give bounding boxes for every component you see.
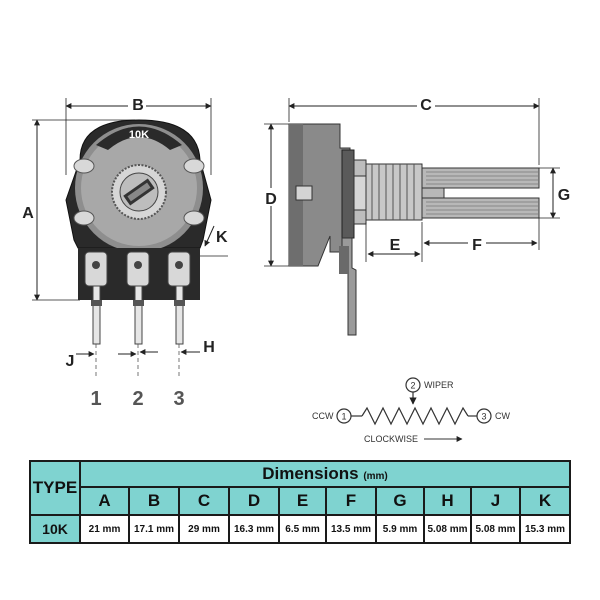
potentiometer-diagram: A B 10K [22, 94, 571, 444]
value-j: 5.08 mm [470, 514, 521, 544]
pin-label-3: 3 [173, 388, 184, 410]
dim-label-h: H [203, 339, 215, 356]
column-header-c: C [178, 486, 230, 516]
column-header-f: F [325, 486, 377, 516]
value-k: 15.3 mm [519, 514, 571, 544]
column-header-k: K [519, 486, 571, 516]
pin-label-2: 2 [132, 388, 143, 410]
shaft-slot-icon [123, 178, 155, 206]
terminal-1 [84, 251, 108, 345]
terminal-3 [167, 251, 191, 345]
dim-label-g: G [558, 187, 570, 204]
knurled-shaft [421, 167, 540, 219]
schematic-pin-2: 2 [410, 381, 415, 391]
schematic-cw-label: CW [495, 411, 510, 421]
dim-label-e: E [390, 237, 401, 254]
dimensions-unit: (mm) [363, 471, 388, 482]
value-d: 16.3 mm [228, 514, 280, 544]
dim-label-j: J [66, 353, 75, 370]
column-header-e: E [278, 486, 327, 516]
schematic-wiper-label: WIPER [424, 380, 454, 390]
value-g: 5.9 mm [375, 514, 425, 544]
column-header-a: A [79, 486, 130, 516]
schematic-clockwise-label: CLOCKWISE [364, 434, 418, 444]
rivet-icon [183, 158, 205, 174]
column-header-g: G [375, 486, 425, 516]
value-f: 13.5 mm [325, 514, 377, 544]
value-h: 5.08 mm [423, 514, 472, 544]
pin-label-1: 1 [90, 388, 101, 410]
column-header-j: J [470, 486, 521, 516]
rivet-icon [73, 210, 95, 226]
column-header-h: H [423, 486, 472, 516]
value-b: 17.1 mm [128, 514, 180, 544]
resistor-zigzag [361, 406, 469, 426]
body-value-label: 10K [129, 129, 149, 141]
resistor-schematic: CCW 1 3 CW 2 WIPER CLOCKWISE [312, 377, 510, 444]
dim-label-f: F [472, 237, 482, 254]
dimensions-title: Dimensions [262, 464, 359, 483]
schematic-ccw-label: CCW [312, 411, 334, 421]
mounting-plate [341, 149, 355, 239]
value-a: 21 mm [79, 514, 130, 544]
type-header: TYPE [29, 460, 81, 516]
table-row: 10K 21 mm 17.1 mm 29 mm 16.3 mm 6.5 mm 1… [29, 514, 571, 544]
rivet-icon [183, 210, 205, 226]
schematic-pin-1: 1 [341, 412, 346, 422]
front-view: A B 10K [22, 94, 228, 410]
rivet-icon [73, 158, 95, 174]
dim-label-k: K [216, 229, 228, 246]
value-e: 6.5 mm [278, 514, 327, 544]
dim-label-a: A [22, 205, 34, 222]
dimensions-table: TYPE Dimensions (mm) A B C D E F G H J K… [29, 460, 571, 544]
schematic-pin-3: 3 [481, 412, 486, 422]
type-value: 10K [29, 514, 81, 544]
dim-label-d: D [265, 191, 277, 208]
dim-label-c: C [420, 97, 432, 114]
value-c: 29 mm [178, 514, 230, 544]
threaded-bushing [365, 163, 423, 221]
dim-label-b: B [132, 97, 144, 114]
side-view: C D [263, 94, 571, 336]
terminal-2 [126, 251, 150, 345]
column-header-b: B [128, 486, 180, 516]
column-header-d: D [228, 486, 280, 516]
dimensions-header: Dimensions (mm) [79, 460, 571, 488]
